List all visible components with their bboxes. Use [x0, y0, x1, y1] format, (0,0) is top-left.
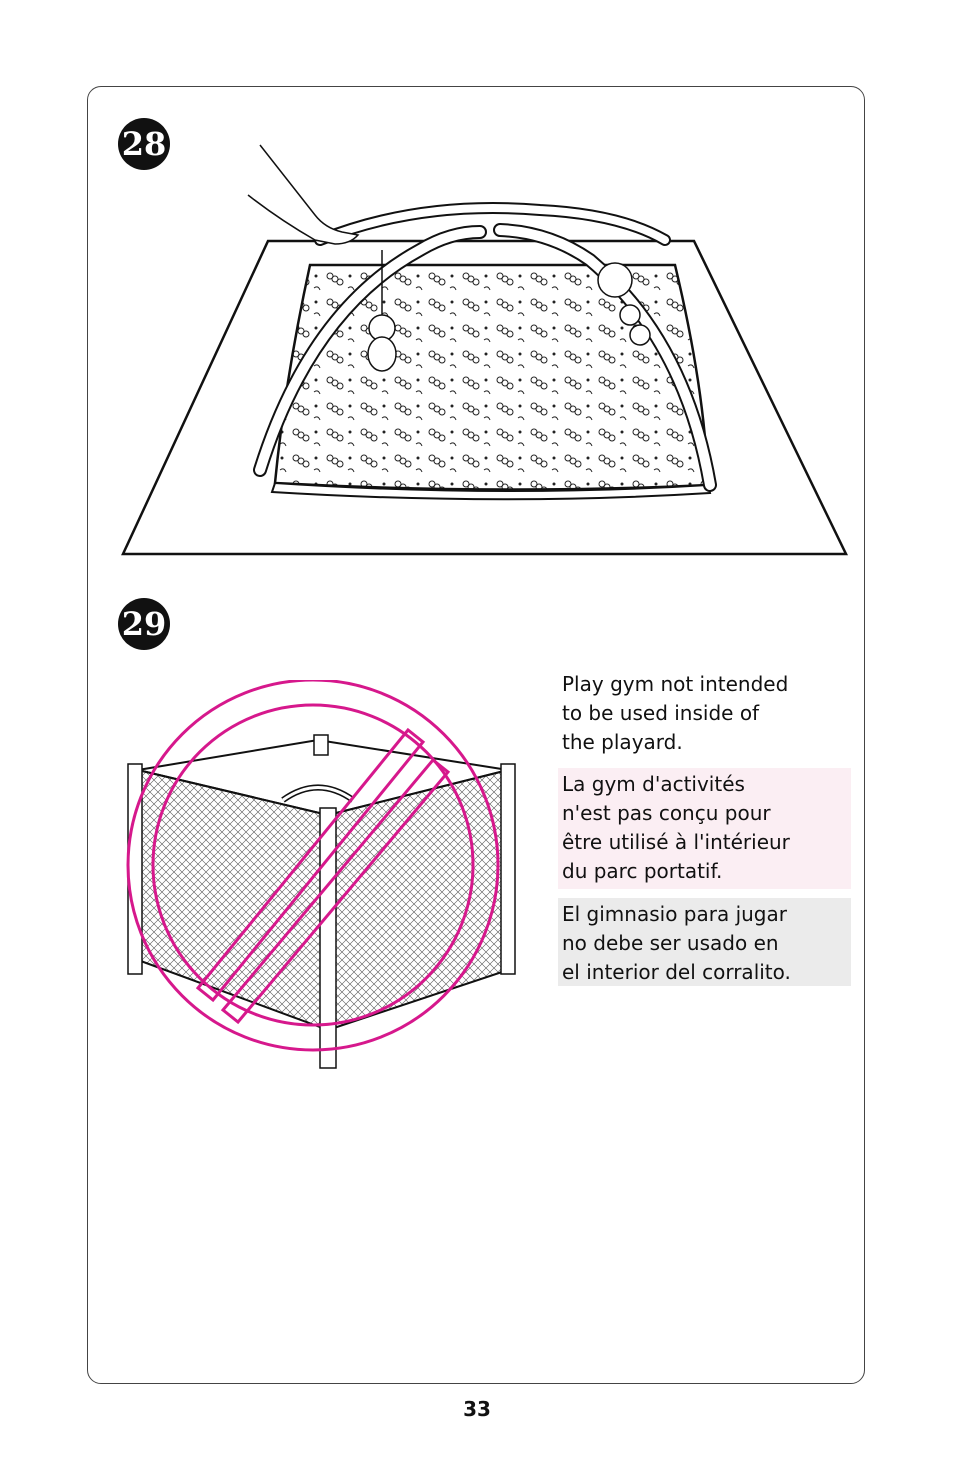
page-frame [87, 86, 865, 1384]
page-number: 33 [463, 1397, 491, 1421]
prohibition-icon [126, 680, 500, 1052]
hanging-caterpillar-toy [597, 262, 651, 346]
play-gym-on-floor-illustration [121, 144, 848, 556]
warning-spanish: El gimnasio para jugar no debe ser usado… [558, 898, 851, 986]
hanging-bear-toy [367, 314, 397, 372]
step-number-badge: 29 [118, 598, 170, 650]
warning-english-text: Play gym not intended to be used inside … [562, 672, 789, 754]
playard-prohibited-illustration [126, 680, 516, 1069]
warning-english: Play gym not intended to be used inside … [558, 670, 851, 760]
warning-french: La gym d'activités n'est pas conçu pour … [558, 768, 851, 889]
warning-spanish-text: El gimnasio para jugar no debe ser usado… [562, 902, 791, 984]
playard [127, 734, 516, 1069]
play-mat [273, 263, 710, 491]
warning-french-text: La gym d'activités n'est pas conçu pour … [562, 772, 790, 883]
step-number-badge: 28 [118, 118, 170, 170]
hand-icon [247, 144, 360, 245]
